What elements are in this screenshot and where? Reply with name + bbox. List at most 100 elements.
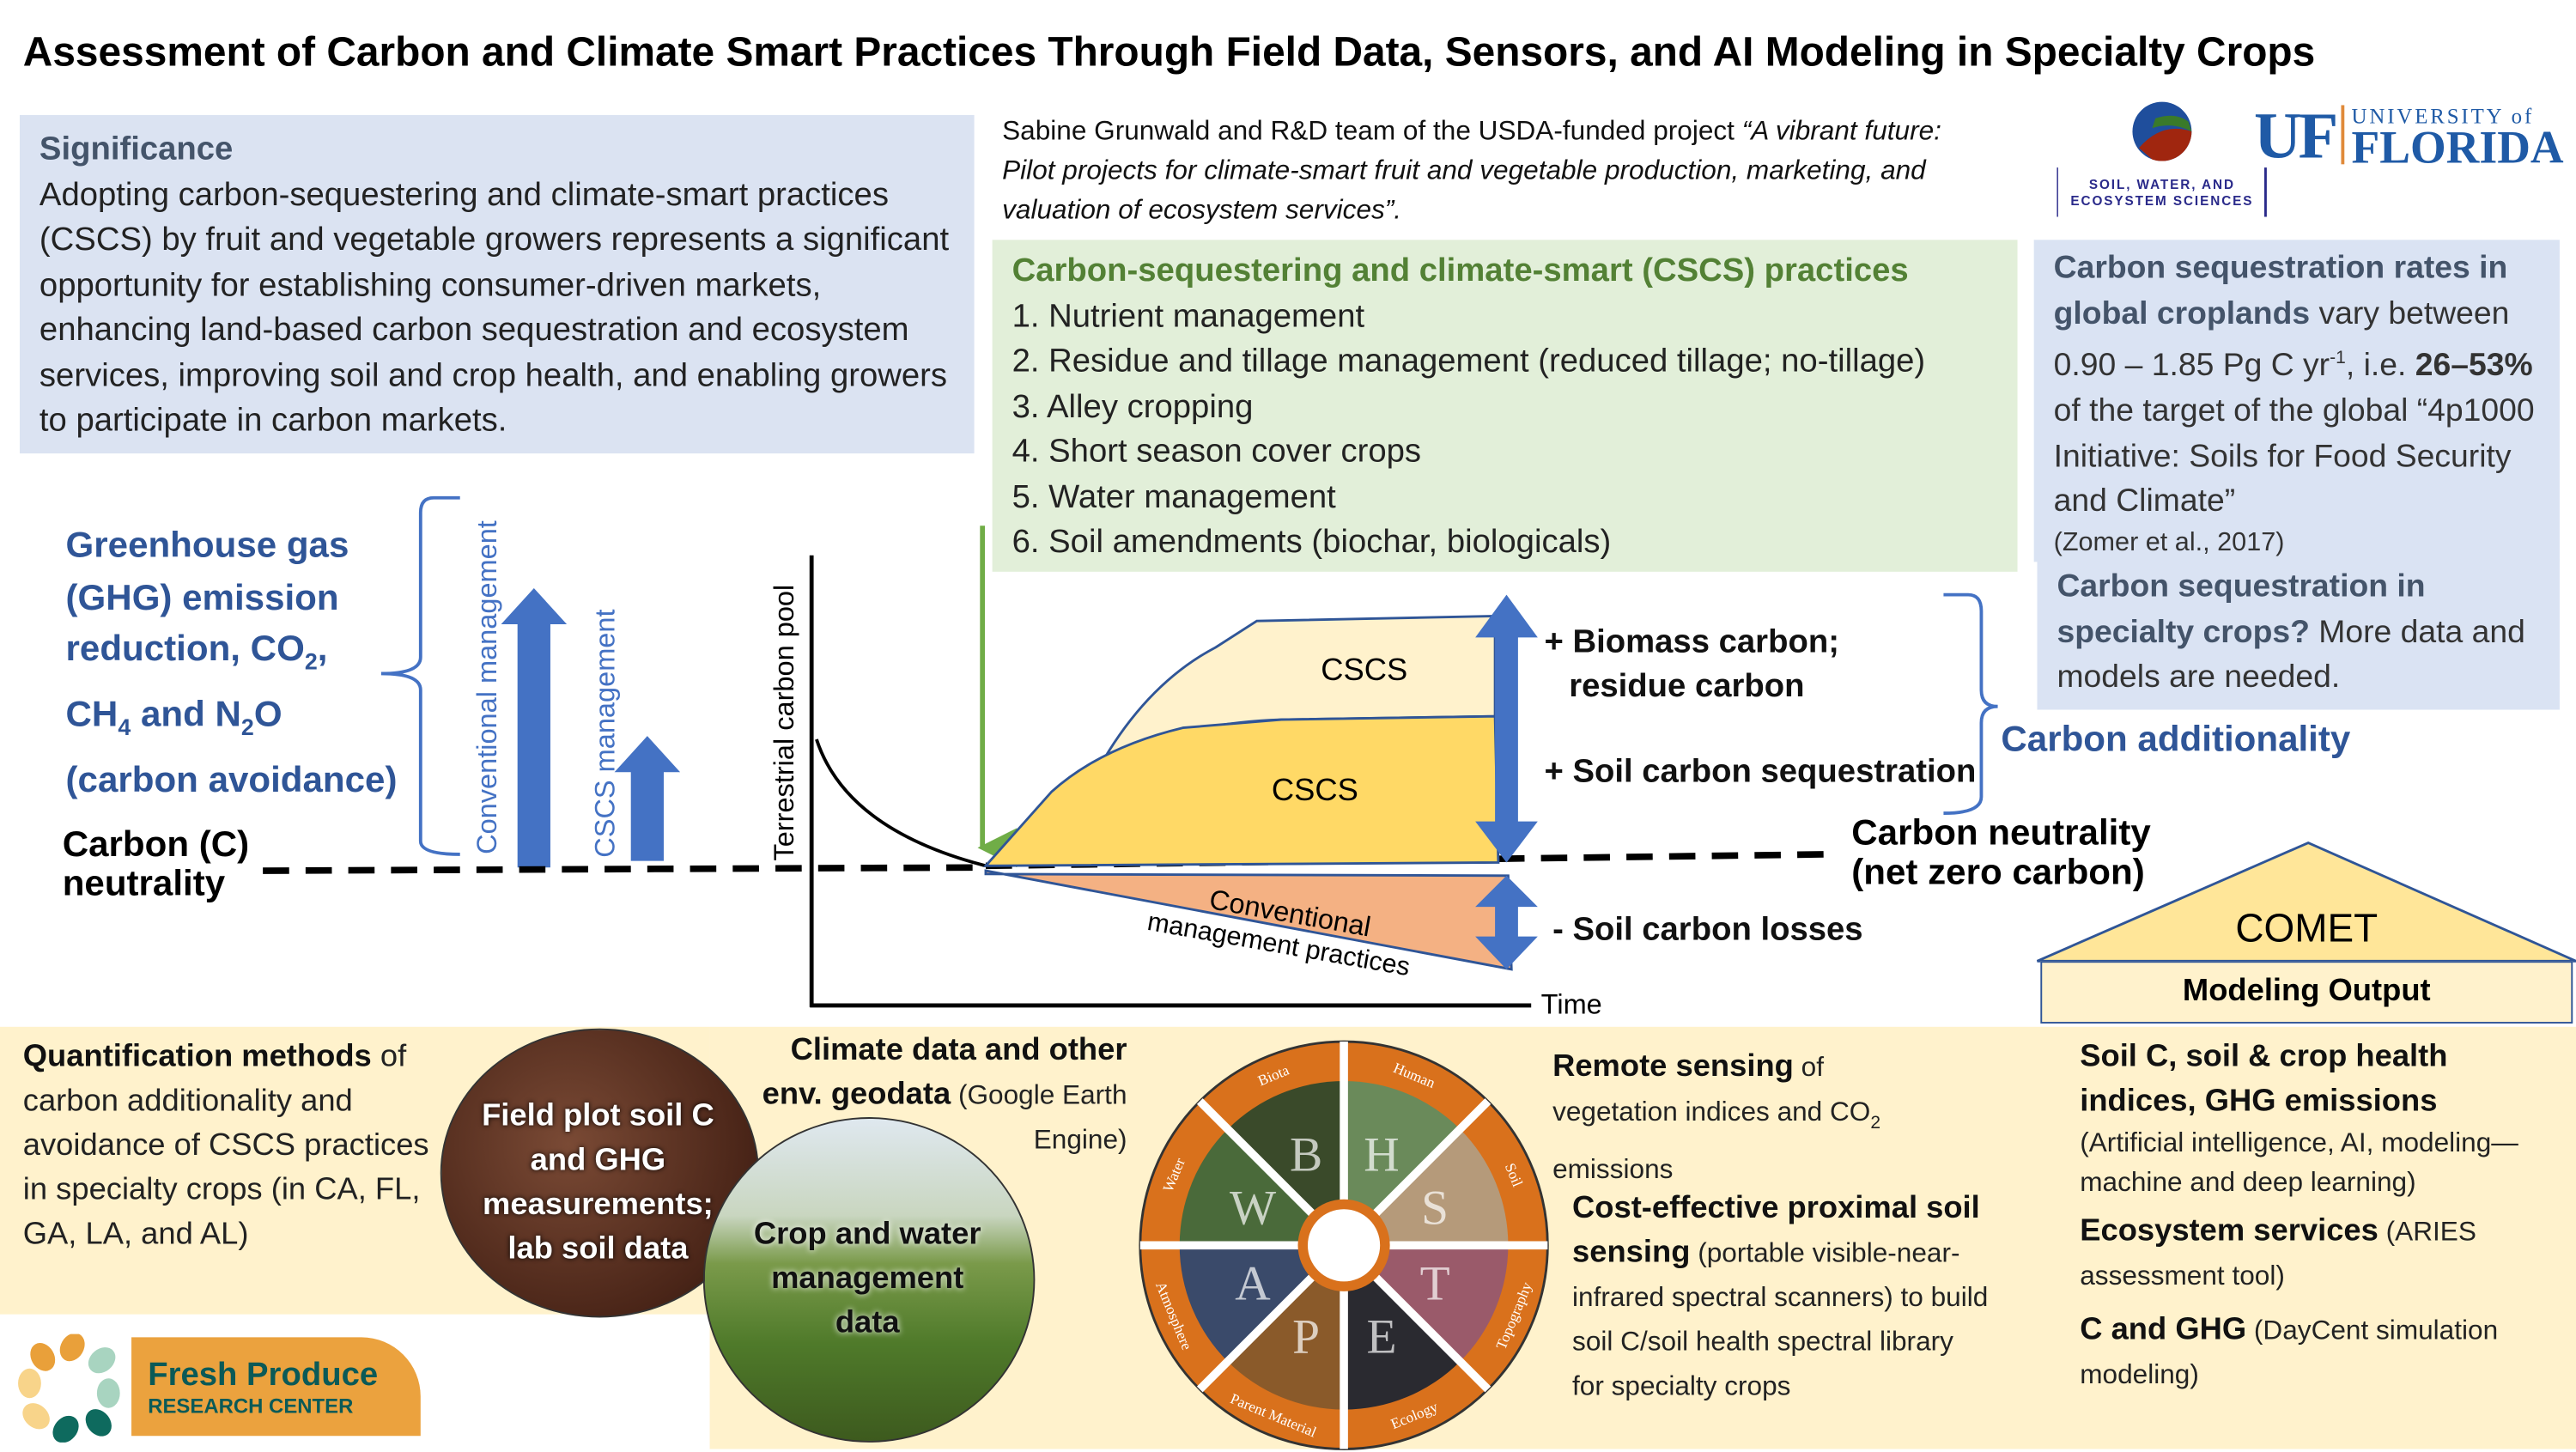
uf-mark: UF [2254,97,2338,172]
neutrality-line: neutrality [62,862,226,904]
left-bracket [380,495,460,856]
y-axis-label: Terrestrial carbon pool [769,584,800,861]
output-bold: Soil C, soil & crop health indices, GHG … [2080,1040,2448,1119]
practice-item: 4. Short season cover crops [1012,434,1422,471]
carbon-neutrality-right: Carbon neutrality (net zero carbon) [1851,811,2151,892]
uf-line2: FLORIDA [2351,122,2564,173]
practice-item: 3. Alley cropping [1012,388,1254,425]
wheel-letter: S [1421,1181,1449,1235]
wheel-letter: T [1420,1256,1450,1310]
ghg-text: O [253,693,283,735]
soil-sequestration-label: + Soil carbon sequestration [1544,754,1977,791]
neutrality-dashed-line [263,864,986,874]
additionality-bracket [1943,592,1998,815]
carbon-neutrality-left: Carbon (C) neutrality [63,824,249,903]
cscs-upper-label: CSCS [1321,653,1408,689]
wheel-segment [1344,1080,1461,1246]
wheel-segment [1227,1080,1345,1246]
proximal-sensing-text: Cost-effective proximal soil sensing (po… [1572,1186,1991,1407]
wheel-letter: H [1364,1127,1399,1182]
rates-text: , i.e. [2345,347,2415,384]
neutrality-line: Carbon neutrality [1851,811,2151,854]
rates-bold: Carbon sequestration rates in global cro… [2053,249,2508,331]
neutrality-line: (net zero carbon) [1851,851,2145,892]
losses-double-arrow-icon [1475,875,1538,969]
ghg-sub: 2 [304,647,318,675]
fprc-line2: RESEARCH CENTER [148,1394,354,1419]
practices-list: 1. Nutrient management 2. Residue and ti… [1012,295,1998,566]
comet-label: COMET [2235,907,2379,951]
output-item: C and GHG (DayCent simulation modeling) [2080,1308,2556,1396]
significance-box: Significance Adopting carbon-sequesterin… [19,114,975,454]
proximal-bold: Cost-effective proximal soil sensing [1572,1191,1980,1270]
biomass-label: + Biomass carbon; [1544,624,1839,661]
quant-body: of carbon additionality and avoidance of… [22,1040,429,1252]
fprc-line1: Fresh Produce [148,1357,379,1394]
additionality-double-arrow-icon [1475,594,1538,863]
field-plot-label: Field plot soil C and GHG measurements; … [482,1098,714,1267]
wheel-segment [1179,1128,1345,1246]
cscs-soil-area [982,714,1500,867]
remote-bold: Remote sensing [1552,1049,1794,1084]
ghg-reduction-label: Greenhouse gas (GHG) emission reduction,… [66,519,398,805]
wheel-segment [1344,1245,1461,1410]
uf-logo: UF UNIVERSITY of FLORIDA [2254,98,2564,173]
wheel-letter: W [1230,1181,1277,1235]
significance-body: Adopting carbon-sequestering and climate… [39,176,950,439]
remote-sub: 2 [1870,1113,1881,1133]
output-item: Ecosystem services (ARIES assessment too… [2080,1209,2556,1297]
decline-curve [815,738,987,868]
quant-bold: Quantification methods [22,1040,372,1075]
significance-heading: Significance [39,131,234,168]
conventional-arrow-icon [501,587,568,868]
proximal-body: (portable visible-near-infrared spectral… [1572,1238,1989,1402]
quantification-text: Quantification methods of carbon additio… [23,1035,442,1256]
wheel-segment [1344,1128,1509,1246]
uf-divider [2342,105,2345,165]
ghg-sub: 2 [240,713,254,740]
cscs-management-label: CSCS management [589,609,622,858]
uf-line1: UNIVERSITY of [2351,102,2535,128]
wheel-segment [1227,1245,1345,1410]
author-names: Sabine Grunwald and R&D team of the USDA… [1002,116,1742,147]
cscs-arrow-icon [614,736,681,861]
modeling-output-header: Modeling Output [2040,961,2573,1024]
conventional-loss-area [984,869,1513,971]
specialty-crops-box: Carbon sequestration in specialty crops?… [2037,558,2560,710]
remote-body: of vegetation indices and CO [1552,1053,1871,1127]
climate-body: (Google Earth Engine) [951,1080,1127,1156]
sws-line2: ECOSYSTEM SCIENCES [2070,193,2254,209]
carbon-additionality-label: Carbon additionality [2001,718,2351,759]
ghg-text: and N [131,693,241,735]
residue-label: residue carbon [1569,668,1805,705]
ghg-line: (GHG) emission [65,575,339,617]
practice-item: 2. Residue and tillage management (reduc… [1012,343,1926,380]
modeling-outputs-list: Soil C, soil & crop health indices, GHG … [2080,1035,2556,1396]
soil-losses-label: - Soil carbon losses [1552,911,1863,948]
climate-data-text: Climate data and other env. geodata (Goo… [759,1029,1127,1162]
rates-percent: 26–53% [2415,347,2533,384]
neutrality-line: Carbon (C) [62,823,250,865]
x-axis-label: Time [1540,988,1602,1021]
wheel-segment [1179,1245,1345,1362]
output-bold: C and GHG [2080,1312,2247,1347]
cscs-lower-label: CSCS [1271,774,1358,809]
practices-box: Carbon-sequestering and climate-smart (C… [992,240,2018,572]
ghg-text: , [317,627,328,669]
poster-title: Assessment of Carbon and Climate Smart P… [22,29,2316,76]
crop-field-photo [702,1117,1036,1443]
climate-bold: Climate data and other env. geodata [762,1033,1127,1113]
ghg-line: reduction, CO2, [66,623,398,688]
practice-item: 6. Soil amendments (biochar, biologicals… [1012,524,1612,561]
ghg-line: (carbon avoidance) [65,758,398,800]
ghg-sub: 4 [118,713,131,740]
ghg-line: CH4 and N2O [66,688,398,753]
remote-sensing-text: Remote sensing of vegetation indices and… [1552,1045,1930,1191]
sws-line1: SOIL, WATER, AND [2088,177,2235,192]
sws-logo: SOIL, WATER, AND ECOSYSTEM SCIENCES [2056,99,2267,217]
wheel-hub [1307,1209,1381,1282]
output-item: Soil C, soil & crop health indices, GHG … [2080,1035,2556,1202]
ghg-text: reduction, CO [65,627,305,669]
